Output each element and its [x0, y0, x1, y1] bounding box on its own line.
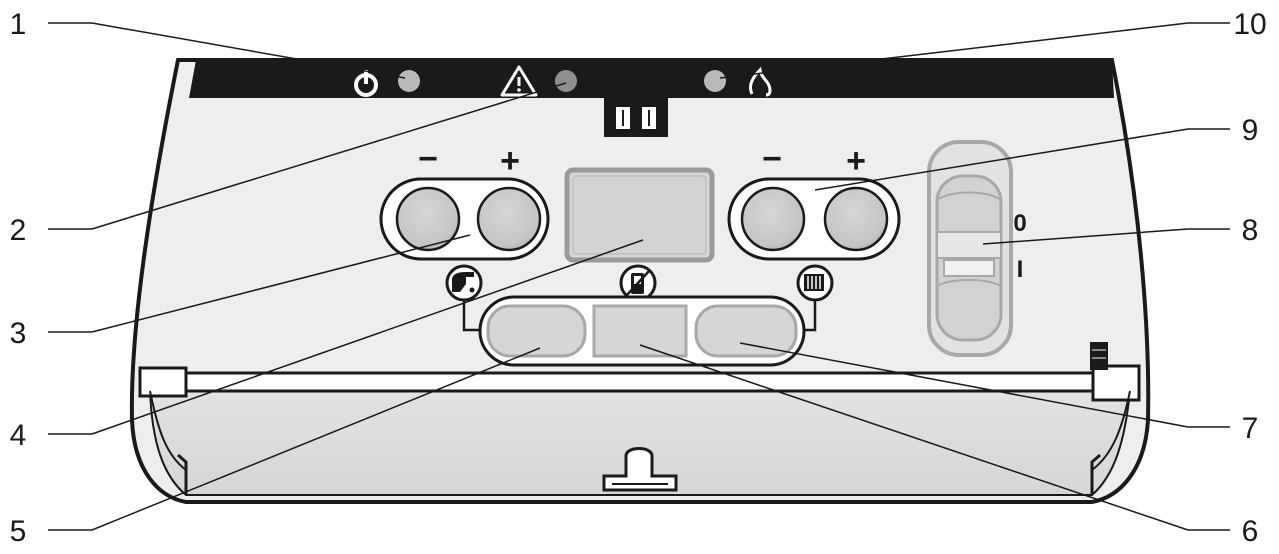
main-power-switch[interactable] [927, 140, 1013, 357]
burner-indicator [704, 66, 772, 97]
diagnostic-connector[interactable] [604, 97, 668, 137]
heating-plus-label: + [846, 142, 866, 180]
callout-6: 6 [1242, 515, 1259, 548]
leader-lines [48, 22, 1230, 531]
callout-1: 1 [10, 8, 27, 41]
dhw-temperature-buttons: − + [379, 140, 550, 261]
switch-off-label: 0 [1013, 210, 1026, 237]
warning-icon [500, 65, 538, 97]
switch-on-label: I [1017, 256, 1024, 283]
radiator-icon [796, 264, 834, 302]
dhw-plus-label: + [500, 142, 520, 180]
callout-2: 2 [10, 214, 27, 247]
lcd-display [564, 167, 715, 263]
dhw-plus-button[interactable] [476, 186, 542, 252]
callout-5: 5 [10, 515, 27, 548]
power-lamp [398, 70, 420, 92]
callout-4: 4 [10, 419, 27, 452]
dhw-minus-button[interactable] [395, 186, 461, 252]
function-button-bar [478, 295, 806, 367]
heating-minus-label: − [762, 140, 782, 178]
heating-plus-button[interactable] [823, 186, 889, 252]
callout-9: 9 [1242, 114, 1259, 147]
callout-7: 7 [1242, 412, 1259, 445]
function-button-center[interactable] [592, 304, 688, 358]
function-button-left[interactable] [486, 304, 587, 358]
function-button-right[interactable] [694, 304, 798, 358]
dhw-minus-label: − [418, 140, 438, 178]
indicator-band [189, 60, 1114, 98]
cover-latch[interactable] [602, 447, 678, 492]
callout-8: 8 [1242, 214, 1259, 247]
callout-10: 10 [1233, 8, 1266, 41]
power-indicator [354, 70, 420, 97]
heating-temperature-buttons: − + [727, 140, 901, 261]
tap-icon [445, 264, 483, 302]
fault-indicator [500, 65, 577, 97]
callout-labels: 1 2 3 4 5 6 7 8 9 10 [10, 8, 1267, 548]
callout-3: 3 [10, 317, 27, 350]
fault-lamp [555, 70, 577, 92]
phone-icon [619, 264, 657, 302]
right-hinge-clip [1090, 342, 1141, 495]
burner-lamp [704, 70, 726, 92]
hinge-strip [184, 371, 1096, 393]
flame-icon [748, 66, 772, 97]
heating-minus-button[interactable] [740, 186, 806, 252]
power-icon [354, 70, 378, 97]
left-hinge-clip [138, 366, 188, 495]
